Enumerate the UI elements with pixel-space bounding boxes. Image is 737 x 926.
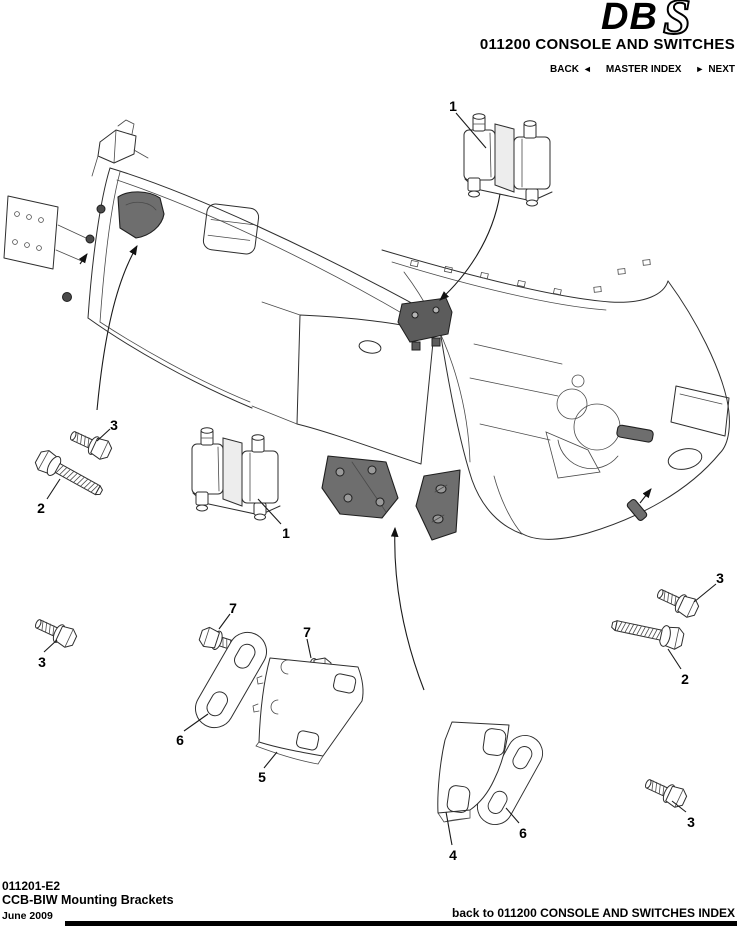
callout-layer: 1 1 2 2 3 3 3 3 4 5 6 6 7 7 xyxy=(37,98,724,863)
callout-2: 2 xyxy=(37,500,45,516)
screw-3-left-bottom xyxy=(31,613,80,651)
plate-bracket-5 xyxy=(252,657,364,765)
doc-number: 011201-E2 xyxy=(2,879,61,893)
isolator-assembly-left xyxy=(191,427,281,521)
nav-next-link[interactable]: NEXT xyxy=(708,64,735,75)
callout-3: 3 xyxy=(687,814,695,830)
leader-lines xyxy=(43,112,717,846)
dashboard-left-assembly xyxy=(3,119,438,465)
footer-bar xyxy=(65,921,737,926)
page-title: 011200 CONSOLE AND SWITCHES xyxy=(479,36,735,53)
bracket-center-top-dark xyxy=(397,297,453,351)
bracket-upper-left-dark xyxy=(117,191,165,239)
screw-3-left-top xyxy=(66,425,115,463)
callout-3: 3 xyxy=(38,654,46,670)
screw-3-right-top xyxy=(653,583,702,621)
callout-6: 6 xyxy=(176,732,184,748)
dbs-logo: DB S xyxy=(601,0,692,38)
dashboard-right-assembly xyxy=(381,249,730,540)
logo-s-text: S xyxy=(663,0,691,38)
doc-date: June 2009 xyxy=(2,910,53,922)
callout-5: 5 xyxy=(258,769,266,785)
callout-3: 3 xyxy=(110,417,118,433)
callout-3: 3 xyxy=(716,570,724,586)
dark-pin-lower xyxy=(626,499,648,521)
screw-3-right-bottom xyxy=(641,773,690,811)
bracket-center-right-dark xyxy=(415,469,461,541)
header-nav: BACK ◄ MASTER INDEX ► NEXT xyxy=(550,63,735,76)
bracket-center-left-dark xyxy=(321,455,399,519)
bolt-2-right xyxy=(609,613,686,652)
parts-diagram: 1 1 2 2 3 3 3 3 4 5 6 6 7 7 xyxy=(3,98,730,863)
callout-2: 2 xyxy=(681,671,689,687)
callout-6: 6 xyxy=(519,825,527,841)
logo-db-text: DB xyxy=(601,0,658,38)
callout-7: 7 xyxy=(229,600,237,616)
back-arrow-icon[interactable]: ◄ xyxy=(582,63,592,74)
nav-master-index-link[interactable]: MASTER INDEX xyxy=(605,64,682,75)
nav-back-link[interactable]: BACK xyxy=(550,64,579,75)
isolator-assembly-top xyxy=(463,113,553,207)
dark-pin-upper xyxy=(616,424,654,443)
callout-7: 7 xyxy=(303,624,311,640)
callout-1: 1 xyxy=(449,98,457,114)
back-to-index-link[interactable]: back to 011200 CONSOLE AND SWITCHES INDE… xyxy=(452,906,735,920)
callout-1: 1 xyxy=(282,525,290,541)
callout-4: 4 xyxy=(449,847,457,863)
plate-bracket-4 xyxy=(437,721,510,823)
next-arrow-icon[interactable]: ► xyxy=(695,63,705,74)
doc-title: CCB-BIW Mounting Brackets xyxy=(2,893,174,907)
